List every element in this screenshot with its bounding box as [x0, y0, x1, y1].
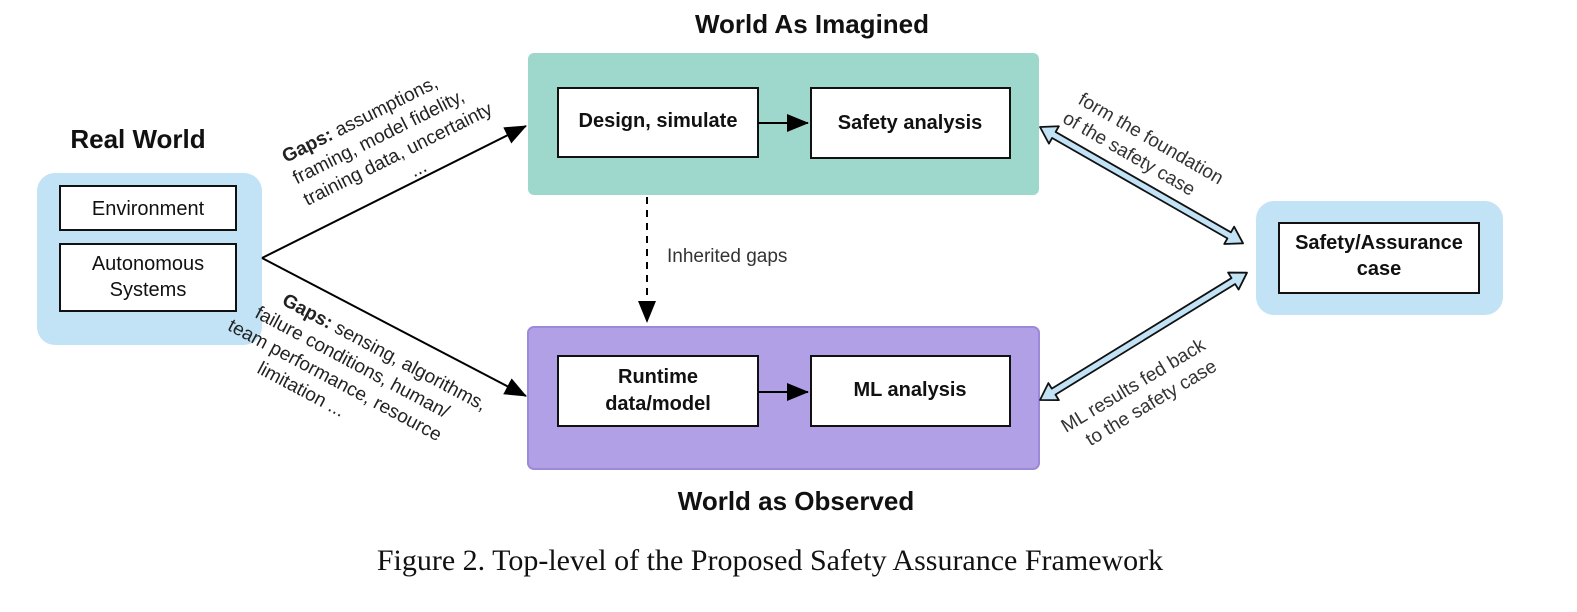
- real-to-observed-arrow: [261, 257, 527, 397]
- autonomous-systems-box: [59, 243, 237, 312]
- foundation-double-arrow: [1039, 125, 1244, 245]
- ml-results-text: ML results fed back to the safety case: [1058, 335, 1221, 451]
- world-as-imagined-title: World As Imagined: [695, 9, 929, 39]
- ml-analysis-box: [810, 355, 1011, 427]
- design-simulate-label: Design, simulate: [579, 110, 738, 132]
- figure-caption: Figure 2. Top-level of the Proposed Safe…: [377, 544, 1163, 577]
- inherited-gaps-label: Inherited gaps: [667, 246, 787, 267]
- environment-label: Environment: [92, 198, 205, 220]
- ml-results-double-arrow: [1039, 271, 1248, 402]
- environment-box: [59, 185, 237, 231]
- ml-analysis-label: ML analysis: [853, 379, 966, 401]
- gaps-upper-text: Gaps: assumptions, framing, model fideli…: [279, 72, 496, 210]
- safety-analysis-box: [810, 87, 1011, 159]
- runtime-label: Runtime: [618, 366, 698, 388]
- case-label: case: [1357, 258, 1402, 280]
- safety-assurance-label: Safety/Assurance: [1295, 232, 1463, 254]
- runtime-data-model-box: [557, 355, 759, 427]
- autonomous-label: Autonomous: [92, 253, 204, 275]
- world-as-observed-title: World as Observed: [678, 486, 915, 516]
- data-model-label: data/model: [605, 393, 711, 415]
- safety-assurance-case-box: [1278, 222, 1480, 294]
- design-simulate-box: [557, 87, 759, 158]
- safety-analysis-label: Safety analysis: [838, 112, 983, 134]
- real-world-title: Real World: [70, 124, 205, 154]
- systems-label: Systems: [110, 279, 187, 301]
- real-to-imagined-arrow: [261, 125, 527, 259]
